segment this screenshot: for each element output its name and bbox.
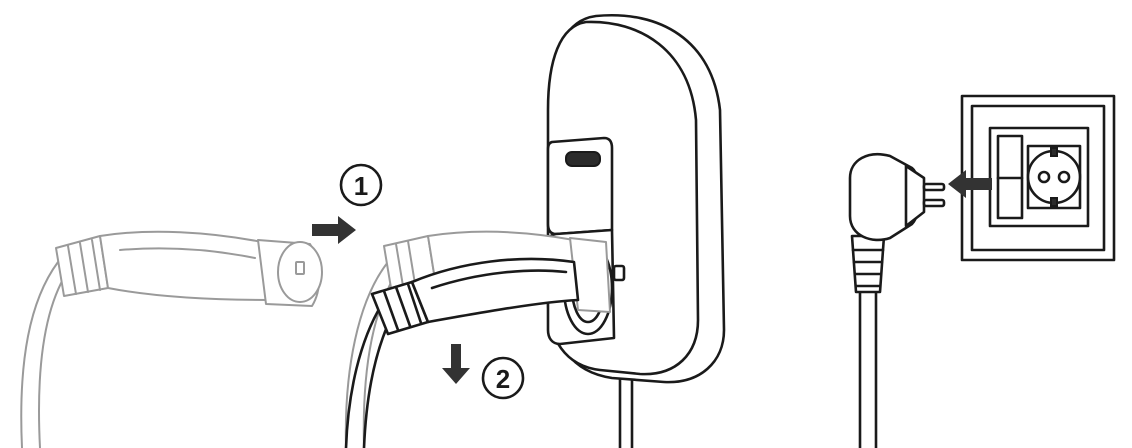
connector-inserted bbox=[344, 230, 611, 448]
wallbox-charger bbox=[546, 13, 726, 448]
arrow-left-icon bbox=[948, 170, 992, 198]
ghost-connector-left bbox=[20, 230, 323, 448]
step-1-badge: 1 bbox=[339, 163, 383, 207]
arrow-down-icon bbox=[442, 344, 470, 384]
step-2-label: 2 bbox=[496, 364, 510, 394]
arrow-right-icon bbox=[312, 216, 356, 244]
schuko-plug bbox=[848, 153, 946, 448]
status-light-icon bbox=[565, 151, 601, 167]
step-1-label: 1 bbox=[354, 171, 368, 201]
step-2-badge: 2 bbox=[481, 356, 525, 400]
